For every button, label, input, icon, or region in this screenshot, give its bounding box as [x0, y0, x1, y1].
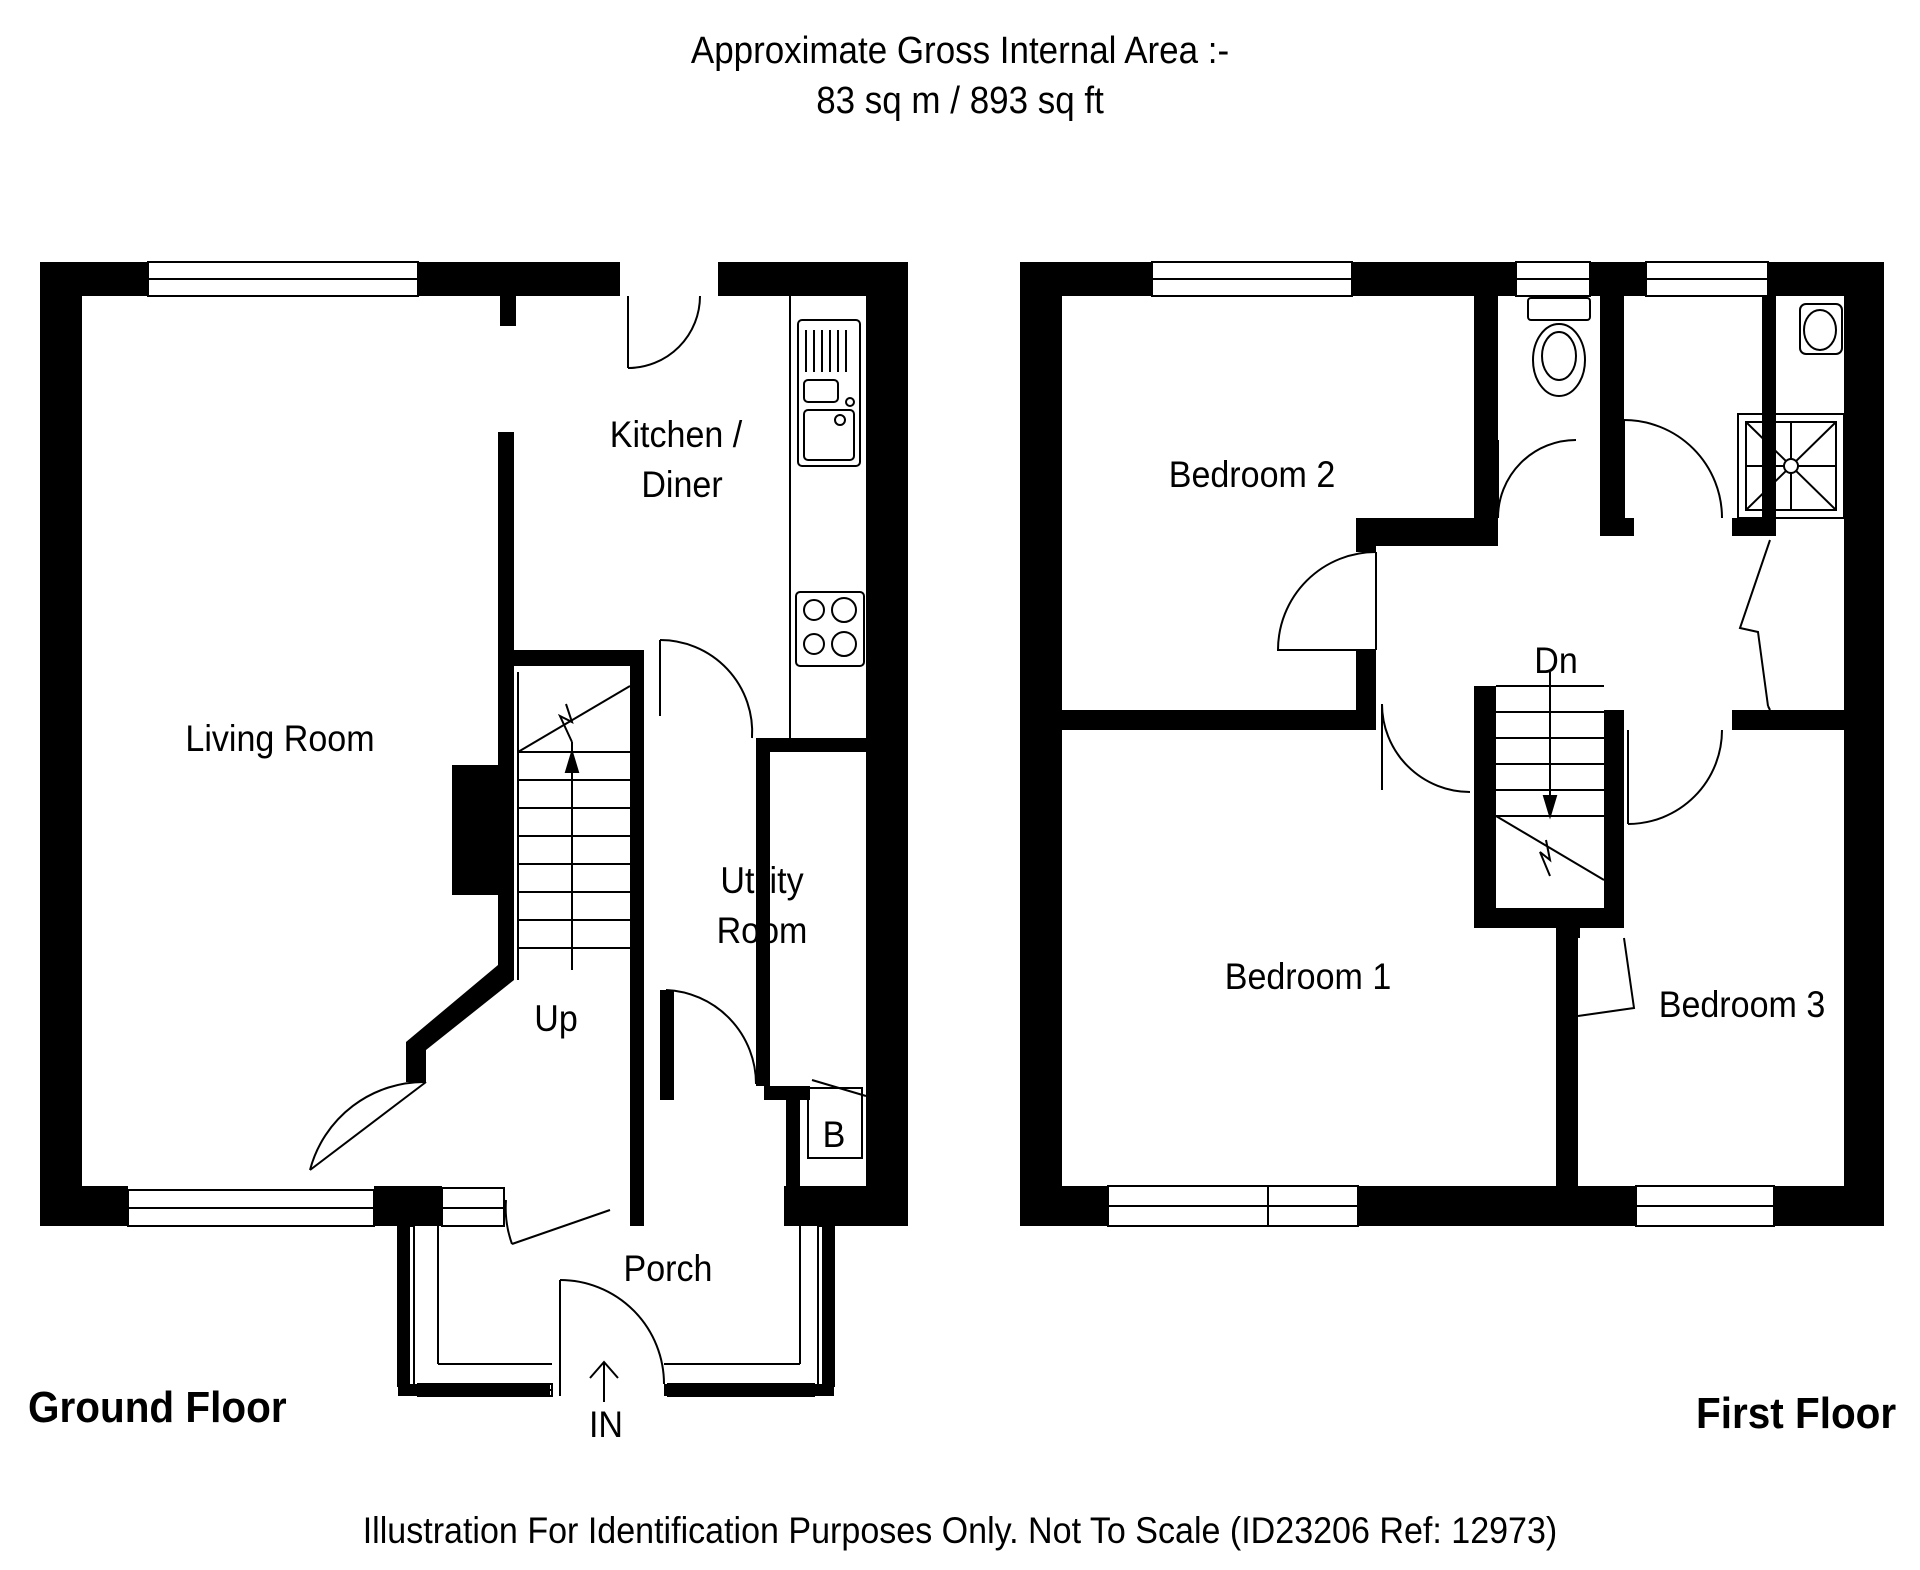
ground-floor-walls	[40, 262, 908, 1396]
room-label-utility-line1: Utility	[720, 860, 804, 901]
boiler-label: B	[822, 1114, 846, 1155]
room-label-bedroom-3: Bedroom 3	[1658, 984, 1826, 1025]
wc-fixture	[1527, 297, 1591, 397]
room-label-kitchen-line1: Kitchen /	[609, 414, 743, 455]
first-floor-heading: First Floor	[1696, 1389, 1897, 1438]
fixtures	[127, 261, 1845, 1402]
disclaimer-footer: Illustration For Identification Purposes…	[362, 1510, 1558, 1551]
ground-doors	[309, 295, 867, 1396]
first-floor-walls	[1020, 262, 1884, 1226]
boiler-cupboard	[807, 1087, 863, 1159]
basin-fixture	[1799, 303, 1843, 355]
first-doors	[1276, 419, 1771, 1017]
room-label-kitchen-line2: Diner	[641, 464, 723, 505]
shower-tray	[1737, 413, 1845, 519]
area-value: 83 sq m / 893 sq ft	[816, 80, 1104, 122]
stairs-up-label: Up	[534, 998, 578, 1039]
first-windows	[1107, 261, 1775, 1227]
room-label-living-room: Living Room	[185, 718, 375, 759]
room-label-bedroom-2: Bedroom 2	[1168, 454, 1336, 495]
ground-windows	[127, 261, 842, 1397]
kitchen-fittings	[789, 296, 865, 738]
room-label-bedroom-1: Bedroom 1	[1224, 956, 1392, 997]
entrance-label: IN	[588, 1404, 624, 1445]
room-label-utility-line2: Room	[716, 910, 808, 951]
ground-stairs	[517, 672, 631, 980]
entrance-arrow	[589, 1360, 619, 1402]
stairs-down-label: Dn	[1534, 640, 1578, 681]
room-label-porch: Porch	[623, 1248, 713, 1289]
area-title: Approximate Gross Internal Area :-	[690, 30, 1230, 72]
first-stairs	[1495, 672, 1605, 881]
ground-floor-heading: Ground Floor	[28, 1383, 287, 1432]
